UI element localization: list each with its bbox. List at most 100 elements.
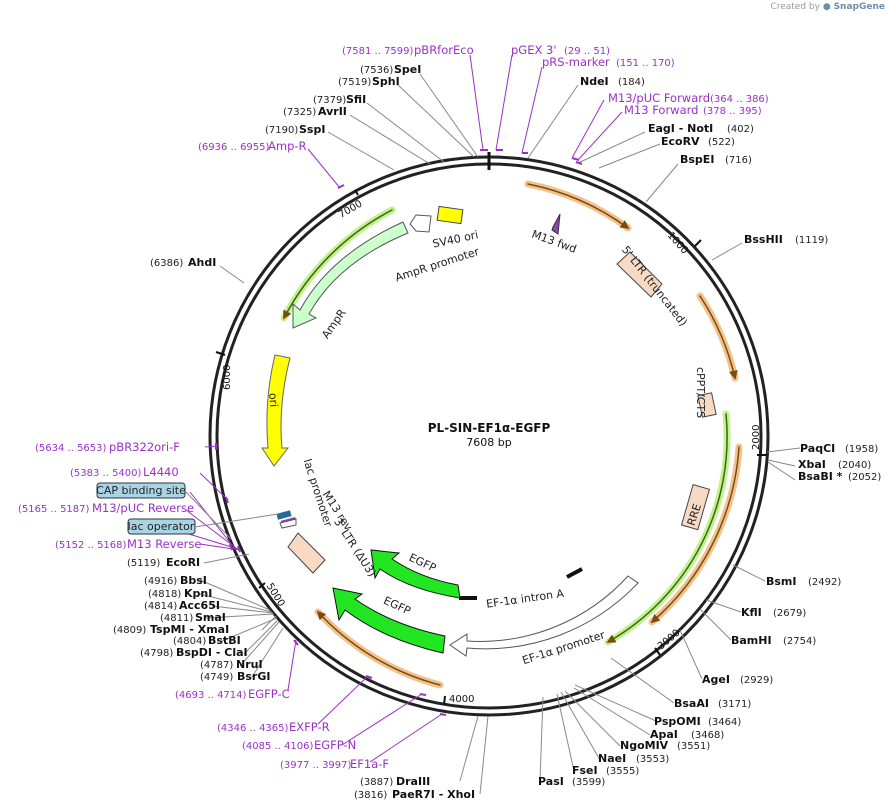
enzyme-pos: (4787) [200, 660, 233, 671]
primer-name: EF1a-F [350, 757, 389, 771]
enzyme-pos: (716) [725, 155, 752, 166]
enzyme-name: NgoMIV [620, 739, 669, 752]
lac-promoter-feature [279, 518, 297, 529]
enzyme-pos: (2052) [848, 472, 881, 483]
enzyme-pos: (3468) [691, 730, 724, 741]
primer-name: pRS-marker [542, 55, 610, 69]
enzyme-pos: (3887) [360, 777, 393, 788]
enzyme-labels: (7536) SpeI (7519) SphI (7379) SfiI (732… [113, 63, 881, 801]
primer-range: (5634 .. 5653) [35, 443, 107, 454]
enzyme-name: ApaI [650, 728, 678, 741]
5ltr-feature [616, 251, 663, 298]
enzyme-name: KpnI [184, 587, 212, 600]
primer-range: (5165 .. 5187) [18, 504, 90, 515]
enzyme-name: BsrGI [237, 670, 270, 683]
tick-6000: 6000 [222, 365, 233, 390]
enzyme-name: BamHI [731, 634, 772, 647]
enzyme-pos: (3555) [606, 766, 639, 777]
ef1a-intron-label: EF-1α intron A [485, 587, 565, 611]
primer-name: M13/pUC Forward [608, 91, 710, 105]
lac-operator-label: lac operator [128, 520, 195, 533]
enzyme-pos: (184) [618, 77, 645, 88]
ampr-label: AmpR [319, 306, 349, 341]
egfp-feature-inner [370, 549, 461, 599]
enzyme-pos: (4804) [173, 636, 206, 647]
lac-operator-feature [276, 510, 292, 520]
cap-binding-site-box [96, 482, 186, 499]
primer-name: Amp-R [268, 139, 307, 153]
primer-name: pBRforEco [414, 43, 474, 57]
enzyme-name: BsaBI * [798, 470, 843, 483]
primer-name: EXFP-R [289, 720, 330, 734]
enzyme-name: SmaI [195, 611, 226, 624]
enzyme-name: NdeI [580, 75, 609, 88]
sv40-ori-feature [436, 205, 464, 225]
enzyme-name: BbsI [180, 574, 207, 587]
primer-marks [215, 149, 583, 716]
primer-range: (4085 .. 4106) [242, 741, 314, 752]
enzyme-name: EcoRI [166, 556, 200, 569]
ef1a-promoter-feature [449, 575, 639, 657]
primer-range: (4346 .. 4365) [217, 723, 289, 734]
enzyme-name: PspOMI [654, 715, 701, 728]
primer-labels: (7581 .. 7599) pBRforEco pGEX 3' (29 .. … [18, 43, 769, 771]
enzyme-name: EagI - NotI [648, 122, 713, 135]
enzyme-name: PaeR7I - XhoI [392, 788, 475, 801]
enzyme-name: AvrII [318, 105, 347, 118]
enzyme-name: NruI [236, 658, 263, 671]
enzyme-name: AhdI [188, 256, 216, 269]
enzyme-pos: (4811) [160, 613, 193, 624]
enzyme-name: AgeI [702, 673, 730, 686]
rre-feature [680, 483, 711, 531]
ampr-promoter-feature [409, 214, 432, 233]
enzyme-pos: (2679) [773, 608, 806, 619]
primer-range: (29 .. 51) [564, 46, 610, 57]
enzyme-pos: (3464) [708, 717, 741, 728]
3ltr-feature [287, 532, 326, 574]
enzyme-pos: (1958) [845, 444, 878, 455]
enzyme-pos: (4749) [200, 672, 233, 683]
enzyme-name: BstBI [208, 634, 241, 647]
primer-range: (378 .. 395) [703, 106, 762, 117]
primer-range: (7581 .. 7599) [342, 46, 414, 57]
orange-arcs [314, 180, 743, 689]
enzyme-pos: (7536) [360, 65, 393, 76]
enzyme-name: SphI [372, 75, 400, 88]
enzyme-pos: (7379) [313, 95, 346, 106]
primer-range: (5383 .. 5400) [70, 468, 142, 479]
credit-prefix: Created by [770, 2, 820, 12]
enzyme-name: PasI [538, 775, 564, 788]
enzyme-pos: (1119) [795, 235, 828, 246]
enzyme-name: EcoRV [661, 135, 700, 148]
primer-name: M13/pUC Reverse [92, 501, 194, 515]
ampr-promoter-label: AmpR promoter [394, 245, 482, 285]
enzyme-pos: (4809) [113, 625, 146, 636]
enzyme-name: DraIII [396, 775, 430, 788]
primer-name: EGFP-N [314, 738, 356, 752]
enzyme-name: BsaAI [674, 697, 709, 710]
enzyme-name: SfiI [346, 93, 366, 106]
primer-leader-lines [165, 54, 623, 763]
plasmid-name: PL-SIN-EF1α-EGFP [428, 421, 551, 435]
tick-4000: 4000 [449, 694, 474, 705]
enzyme-pos: (4814) [144, 601, 177, 612]
enzyme-pos: (522) [708, 137, 735, 148]
primer-name: EGFP-C [248, 687, 290, 701]
enzyme-name: PaqCI [800, 442, 835, 455]
cppt-label: cPPT/CTS [694, 367, 707, 418]
primer-name: L4440 [143, 465, 179, 479]
enzyme-pos: (2040) [838, 460, 871, 471]
primer-range: (3977 .. 3997) [280, 760, 352, 771]
primer-range: (6936 .. 6955) [198, 142, 270, 153]
enzyme-pos: (2754) [783, 636, 816, 647]
enzyme-name: KflI [741, 606, 762, 619]
ori-feature [261, 354, 291, 467]
ampr-feature [292, 221, 409, 329]
enzyme-name: SspI [299, 123, 325, 136]
snapgene-logo-icon: ● [822, 2, 831, 12]
enzyme-pos: (2492) [808, 577, 841, 588]
enzyme-pos: (402) [727, 124, 754, 135]
boxed-labels: CAP binding site lac operator [96, 482, 279, 541]
enzyme-name: BsmI [766, 575, 797, 588]
